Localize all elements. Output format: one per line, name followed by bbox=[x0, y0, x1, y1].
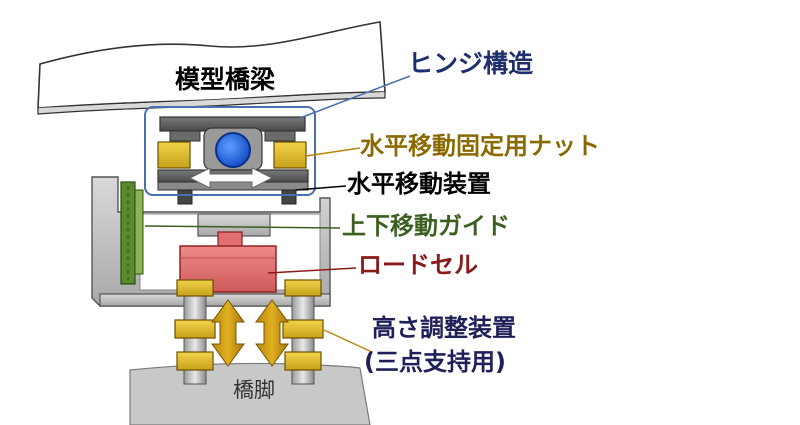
model-girder-label: 模型橋梁 bbox=[175, 65, 275, 94]
hinge-ball bbox=[215, 132, 251, 168]
fixing-nut-left bbox=[157, 141, 191, 169]
height-adjust-label-line2: (三点支持用) bbox=[364, 348, 506, 376]
vertical-arrow-right bbox=[255, 299, 289, 367]
horizontal-move-arrow bbox=[188, 167, 274, 189]
horizontal-fixing-nut-label: 水平移動固定用ナット bbox=[360, 132, 600, 160]
load-cell-label: ロードセル bbox=[358, 251, 478, 279]
height-adjust-label-line1: 高さ調整装置 bbox=[372, 314, 516, 342]
vertical-guide bbox=[120, 181, 144, 285]
fixing-nut-right bbox=[273, 141, 307, 169]
hinge-structure bbox=[144, 106, 316, 205]
vertical-guide-label: 上下移動ガイド bbox=[342, 212, 510, 240]
guide-block bbox=[134, 189, 144, 275]
pier: 橋脚 bbox=[129, 362, 371, 425]
hinge-structure-label: ヒンジ構造 bbox=[408, 49, 533, 78]
pier-label: 橋脚 bbox=[233, 378, 275, 402]
height-adjustment-device bbox=[174, 279, 324, 385]
vertical-arrow-left bbox=[211, 299, 245, 367]
leader-lines bbox=[144, 75, 411, 353]
horizontal-movement-device-label: 水平移動装置 bbox=[347, 170, 491, 198]
callout-labels: ヒンジ構造 水平移動固定用ナット 水平移動装置 上下移動ガイド ロードセル 高さ… bbox=[342, 49, 600, 376]
model-girder: 模型橋梁 bbox=[37, 21, 386, 115]
hinge-outline bbox=[144, 106, 316, 196]
guide-rail bbox=[120, 181, 136, 285]
